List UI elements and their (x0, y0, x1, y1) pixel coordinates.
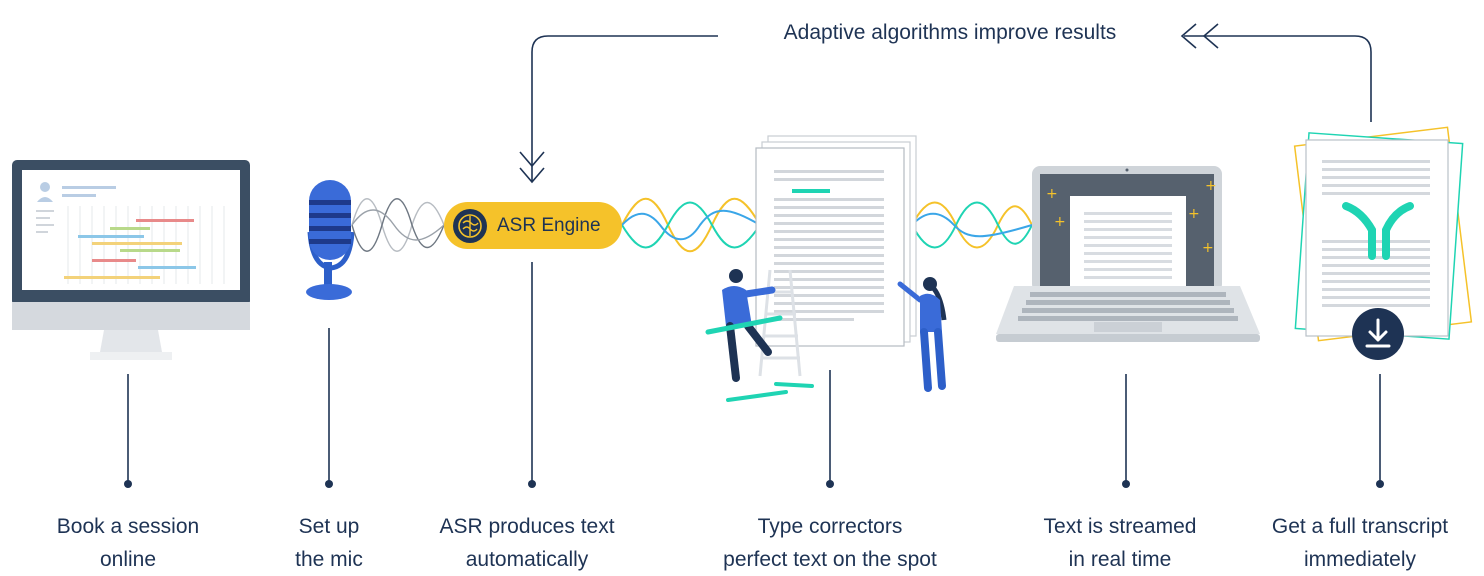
step-caption-line2: online (99, 548, 157, 571)
step-caption-line1: ASR produces text (439, 515, 615, 538)
sound-wave-teal-yellow-2 (911, 201, 1033, 249)
step-caption-line2: automatically (465, 548, 589, 571)
documents-icon (705, 135, 947, 402)
step-caption-line2: perfect text on the spot (723, 548, 937, 571)
sound-wave-grey (351, 198, 445, 252)
svg-text:+: + (1046, 186, 1058, 202)
step-caption-type-correctors: Type correctors perfect text on the spot (690, 510, 970, 576)
svg-text:+: + (1205, 178, 1217, 194)
step-caption-line1: Text is streamed (1043, 515, 1197, 538)
laptop-icon: + + + + + (996, 166, 1260, 342)
microphone-icon (306, 180, 355, 300)
step-caption-setup-mic: Set up the mic (189, 510, 469, 576)
step-caption-asr-produces: ASR produces text automatically (387, 510, 667, 576)
step-caption-line2: in real time (1068, 548, 1172, 571)
step-connectors (124, 262, 1384, 488)
step-caption-full-transcript: Get a full transcript immediately (1236, 510, 1484, 576)
transcript-icon (1293, 126, 1473, 360)
step-caption-text-streamed: Text is streamed in real time (980, 510, 1260, 576)
step-caption-book-session: Book a session online (0, 510, 268, 576)
svg-text:+: + (1054, 214, 1066, 230)
feedback-loop-arrow (519, 23, 1372, 184)
step-caption-line1: Set up (298, 515, 360, 538)
step-caption-line1: Type correctors (757, 515, 903, 538)
step-caption-line2: the mic (295, 548, 363, 571)
feedback-loop-label: Adaptive algorithms improve results (783, 21, 1117, 44)
sound-wave-teal-yellow (621, 197, 761, 253)
asr-engine-badge: ASR Engine (444, 202, 622, 249)
svg-text:+: + (1188, 206, 1200, 222)
asr-engine-icon (453, 208, 487, 243)
asr-engine-label: ASR Engine (497, 214, 601, 236)
monitor-icon (12, 160, 250, 360)
step-caption-line2: immediately (1303, 548, 1417, 571)
svg-text:+: + (1202, 240, 1214, 256)
brain-glyph (458, 213, 482, 238)
step-caption-line1: Book a session (56, 515, 200, 538)
step-caption-line1: Get a full transcript (1271, 515, 1449, 538)
